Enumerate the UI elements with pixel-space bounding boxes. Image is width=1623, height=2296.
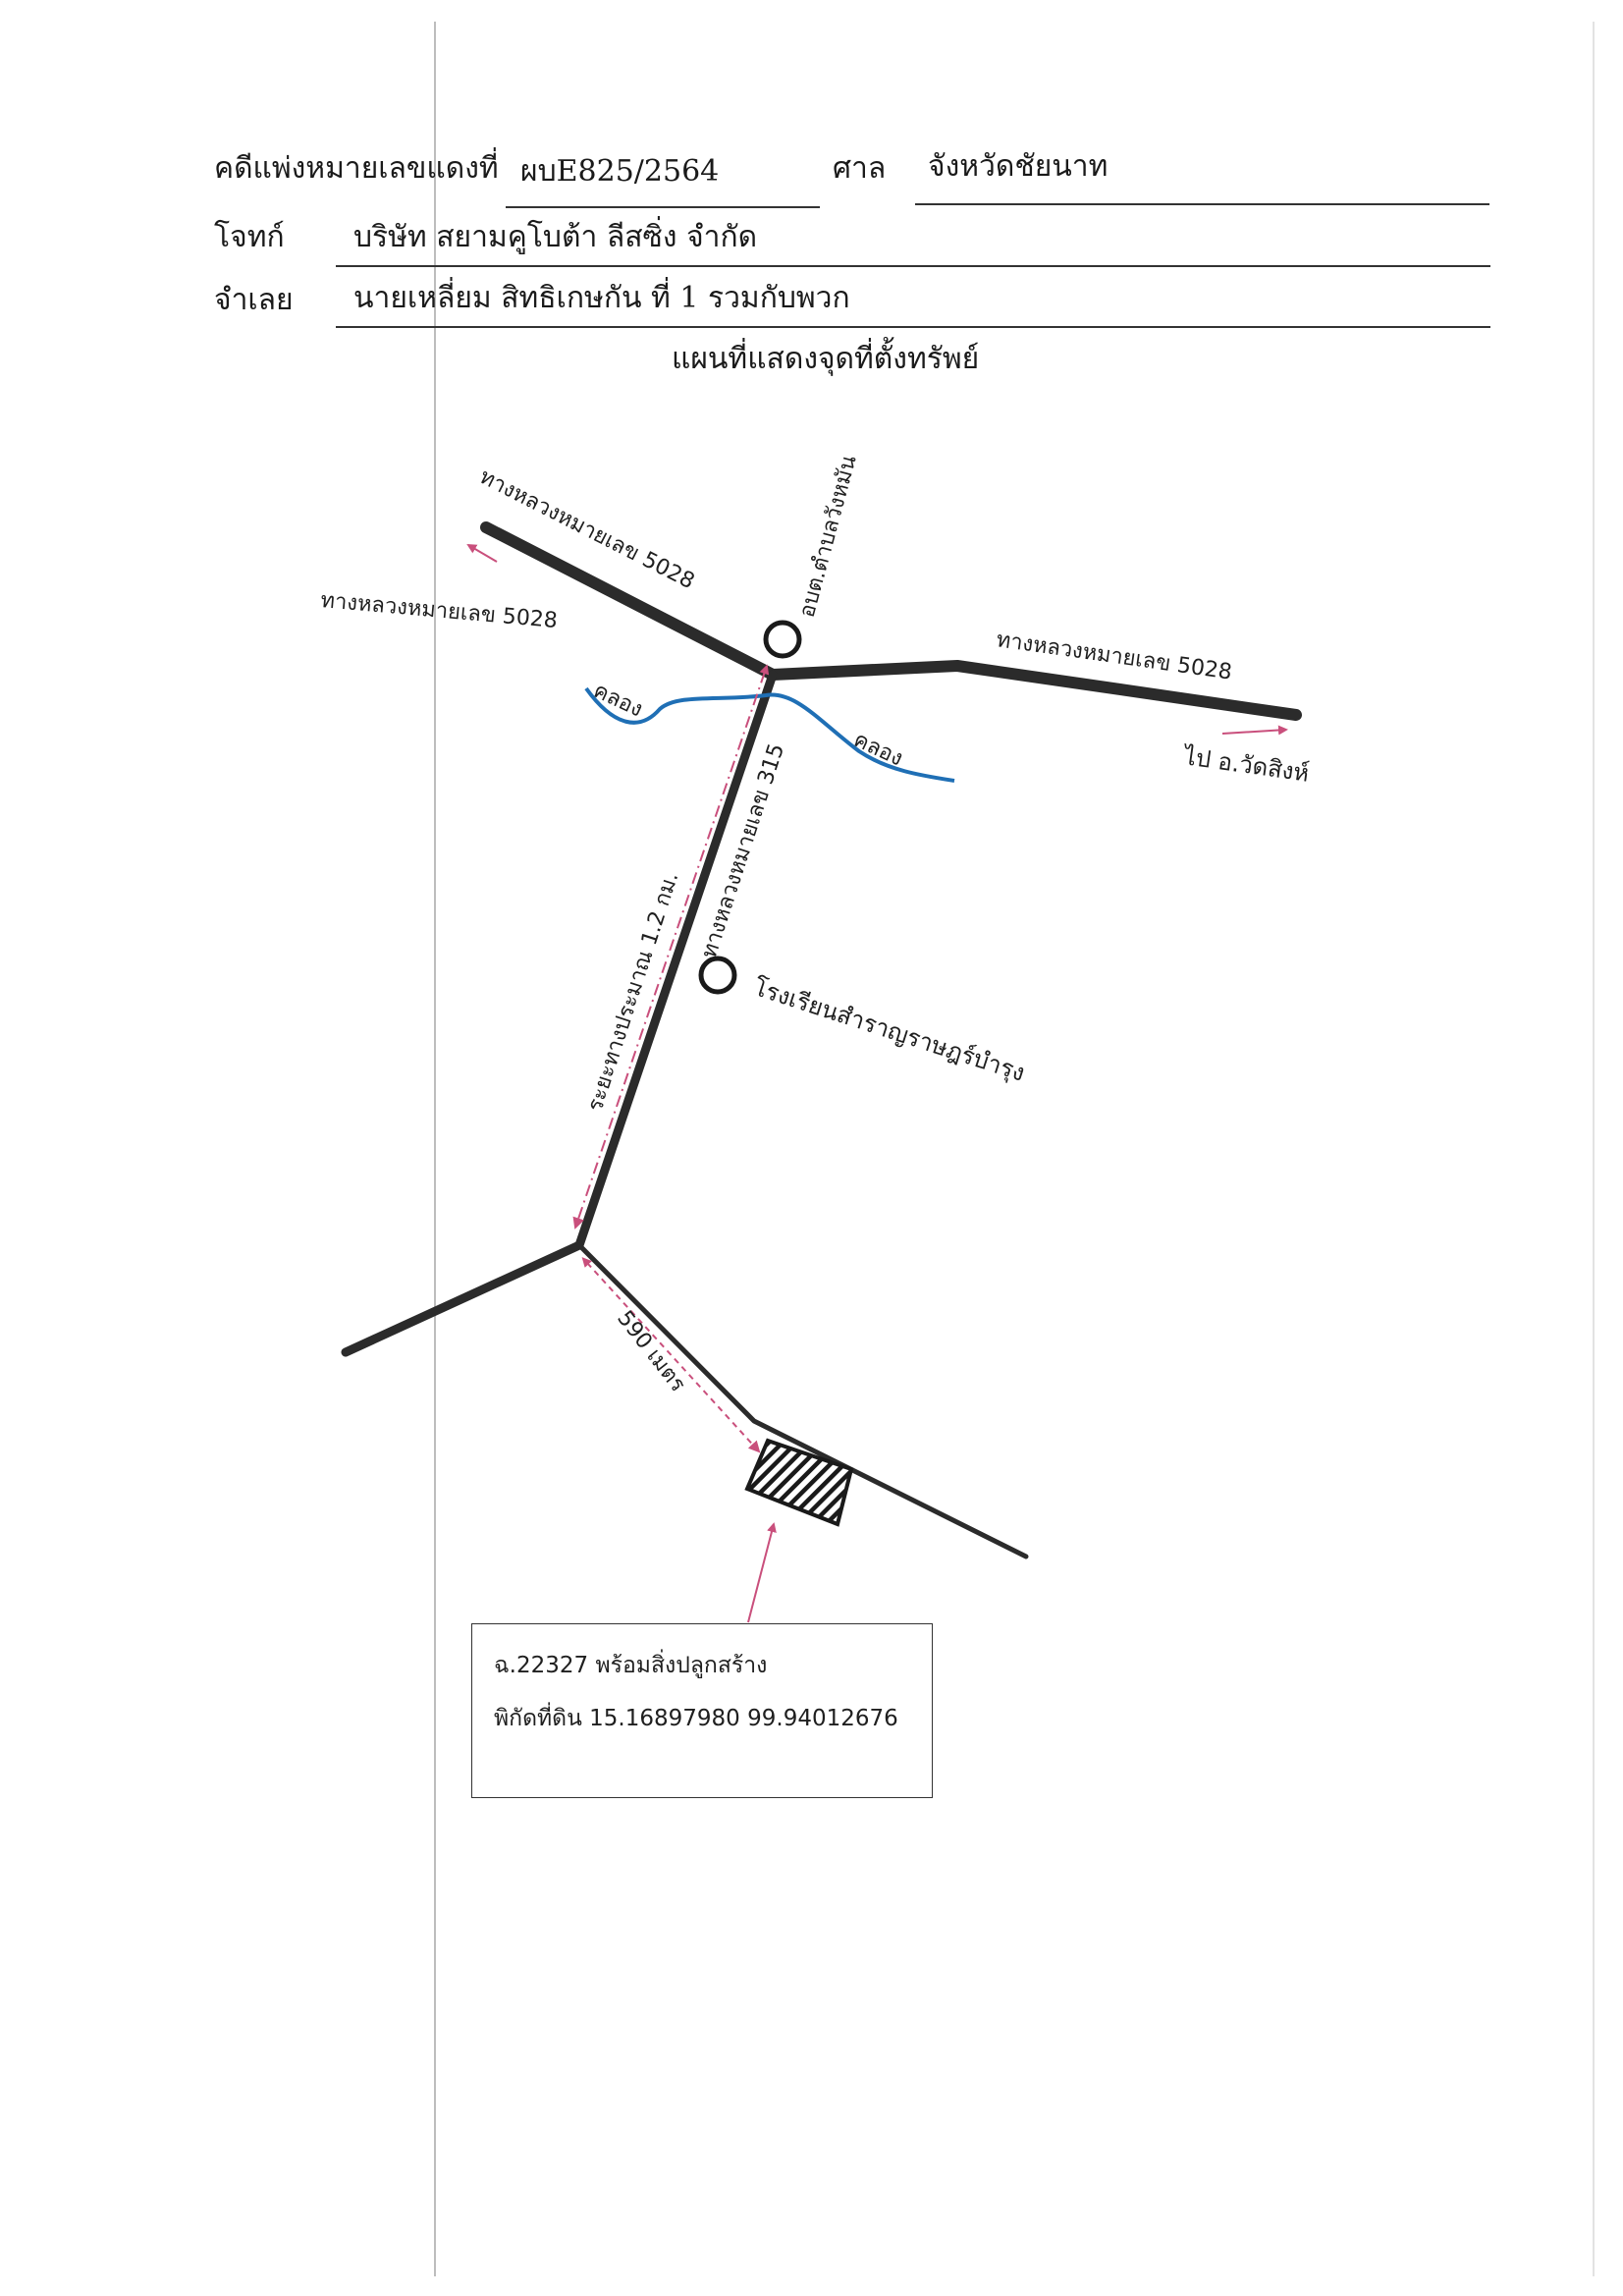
road-west-branch: [341, 1240, 584, 1357]
label-canal-right: คลอง: [849, 728, 906, 772]
arrow-to-property: [747, 1522, 777, 1623]
label-road-w: ทางหลวงหมายเลข 5028: [319, 588, 558, 633]
label-to-district: ไป อ.วัดสิงห์: [1180, 742, 1311, 788]
property-info-box: ฉ.22327 พร้อมสิ่งปลูกสร้าง พิกัดที่ดิน 1…: [471, 1623, 933, 1798]
margin-line: [434, 22, 436, 2276]
court-underline: [915, 203, 1489, 205]
defendant-underline: [336, 326, 1490, 328]
property-coordinates: พิกัดที่ดิน 15.16897980 99.94012676: [494, 1706, 898, 1731]
sao-office-marker: [763, 620, 802, 659]
case-label: คดีแพ่งหมายเลขแดงที่: [214, 151, 499, 186]
arrow-to-district: [1221, 725, 1288, 736]
road-5028-northwest: [480, 521, 779, 681]
school-marker: [698, 956, 737, 995]
page-edge-line: [1593, 22, 1595, 2276]
plaintiff-label: โจทก์: [214, 220, 285, 254]
distance-line-branch: [581, 1257, 761, 1453]
road-315: [574, 670, 778, 1250]
plaintiff-value: บริษัท สยามคูโบต้า ลีสซิ่ง จำกัด: [353, 220, 758, 254]
arrow-northwest: [466, 543, 498, 563]
map-title: แผนที่แสดงจุดที่ตั้งทรัพย์: [672, 342, 980, 376]
case-number-underline: [506, 206, 820, 208]
court-value: จังหวัดชัยนาท: [928, 149, 1109, 184]
label-canal-left: คลอง: [589, 679, 646, 723]
defendant-label: จำเลย: [214, 283, 294, 317]
label-school: โรงเรียนสำราญราษฎร์บำรุง: [750, 973, 1028, 1088]
case-number: ผบE825/2564: [520, 154, 720, 189]
plaintiff-underline: [336, 265, 1490, 267]
property-parcel: [744, 1438, 854, 1527]
label-sao: อบต.ตำบลวังหมัน: [795, 453, 862, 620]
court-label: ศาล: [833, 151, 887, 186]
distance-line-main: [572, 664, 770, 1230]
road-5028-east: [767, 660, 1302, 721]
property-deed: ฉ.22327 พร้อมสิ่งปลูกสร้าง: [494, 1653, 768, 1678]
defendant-value: นายเหลี่ยม สิทธิเกษกัน ที่ 1 รวมกับพวก: [353, 281, 850, 315]
